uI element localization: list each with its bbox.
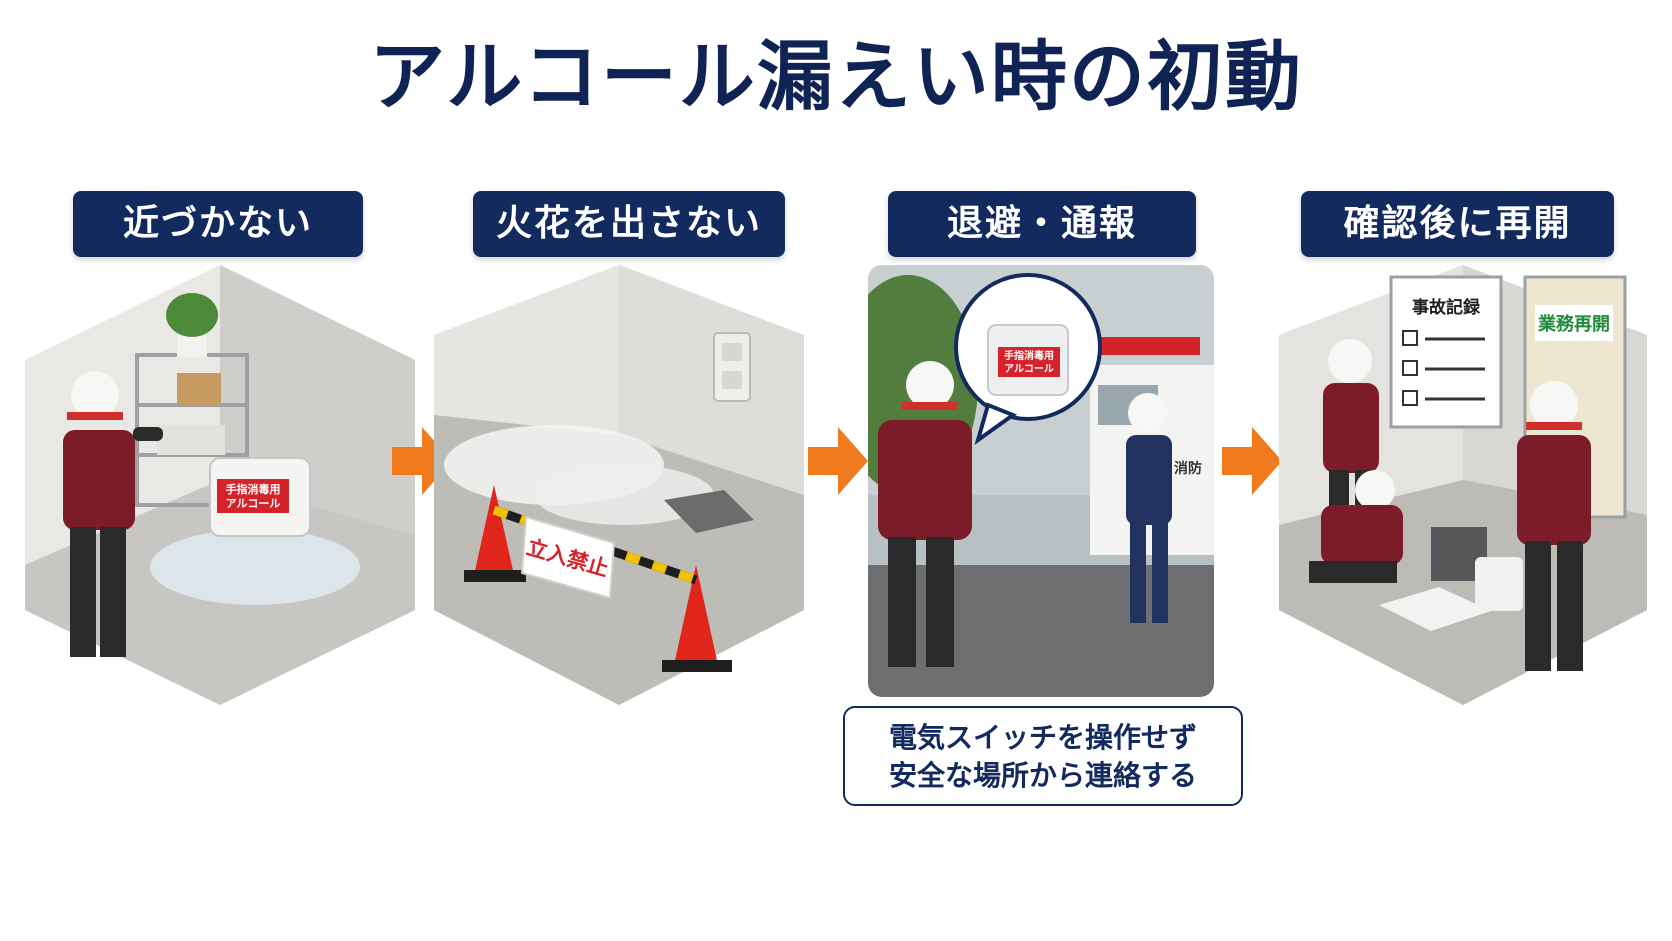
note-line-2: 安全な場所から連絡する	[888, 759, 1197, 792]
truck-mark: 消防	[1174, 460, 1202, 477]
svg-text:手指消毒用: 手指消毒用	[1004, 349, 1054, 362]
scene-evacuate-report: 消防 手指消毒用 アルコール	[868, 265, 1214, 697]
scene-spill: 手指消毒用 アルコール	[25, 265, 415, 705]
svg-text:アルコール: アルコール	[1004, 363, 1054, 375]
alcohol-label-sign	[217, 479, 289, 513]
svg-text:アルコール: アルコール	[226, 497, 281, 510]
step-label-2: 火花を出さない	[473, 191, 785, 257]
incident-log-title: 事故記録	[1412, 297, 1481, 318]
page-title: アルコール漏えい時の初動	[369, 32, 1303, 121]
resume-work-sign: 業務再開	[1537, 313, 1610, 335]
svg-text:手指消毒用: 手指消毒用	[226, 482, 281, 496]
step-label-3: 退避・通報	[888, 191, 1196, 257]
note-line-1: 電気スイッチを操作せず	[888, 721, 1197, 754]
step-label-4: 確認後に再開	[1301, 191, 1614, 257]
scene-no-sparks: 立入禁止	[434, 265, 804, 705]
step-label-1: 近づかない	[73, 191, 363, 257]
scene-resume: 事故記録 業務再開	[1279, 265, 1647, 705]
arrow-right-icon	[808, 427, 868, 495]
arrow-right-icon	[1222, 427, 1282, 495]
note-box: 電気スイッチを操作せず 安全な場所から連絡する	[843, 706, 1243, 806]
